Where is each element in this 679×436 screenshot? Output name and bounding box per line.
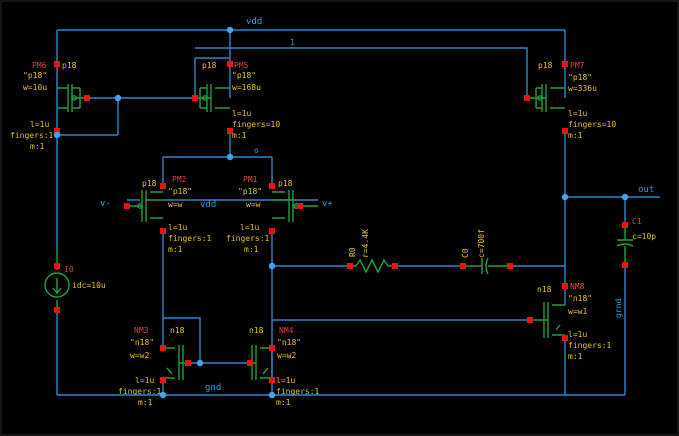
- net-label-gnd: gnd: [205, 383, 221, 393]
- nm3-fingers: fingers:1: [118, 387, 162, 396]
- nm4-length: l=1u: [276, 376, 295, 385]
- pmos-pm1-symbol[interactable]: [272, 190, 318, 222]
- capacitor-c1-symbol[interactable]: [616, 225, 634, 265]
- pm2-name: PM2: [172, 175, 187, 184]
- pm1-fingers: fingers:1: [226, 234, 270, 243]
- nm8-width: w=w1: [568, 307, 587, 316]
- pm1-width: w=w: [246, 200, 261, 209]
- nm3-name: NM3: [134, 326, 149, 335]
- nm8-name: NM8: [570, 282, 585, 291]
- c1-name: C1: [632, 217, 642, 226]
- devices: [44, 84, 634, 380]
- pm6-name: PM6: [32, 61, 47, 70]
- pm6-width: w=10u: [23, 83, 47, 92]
- pm2-length: l=1u: [168, 223, 187, 232]
- pm7-width: w=336u: [568, 84, 597, 93]
- pm7-length: l=1u: [568, 109, 587, 118]
- net-label-tail: o: [254, 146, 259, 155]
- pm1-length: l=1u: [240, 223, 259, 232]
- pm2-multiplier: m:1: [168, 245, 183, 254]
- junctions: [53, 26, 629, 399]
- pmos-pm7-symbol[interactable]: [527, 84, 565, 112]
- pm1-name: PM1: [243, 175, 258, 184]
- pins: [54, 61, 628, 383]
- net-label-vdd: vdd: [246, 17, 262, 27]
- nm4-width: w=w2: [277, 351, 296, 360]
- nm8-multiplier: m:1: [568, 352, 583, 361]
- nm3-width: w=w2: [130, 351, 149, 360]
- pmos-pm6-symbol[interactable]: [57, 84, 87, 112]
- c1-value: c=10p: [632, 232, 656, 241]
- resistor-r0-symbol[interactable]: [350, 258, 395, 274]
- pm6-type: p18: [62, 61, 77, 70]
- pm5-width: w=168u: [232, 83, 261, 92]
- pmos-pm5-symbol[interactable]: [195, 84, 230, 112]
- nmos-nm8-symbol[interactable]: [530, 302, 565, 338]
- i0-name: I0: [64, 265, 74, 274]
- net-label-vminus: v-: [100, 199, 111, 209]
- pmos-pm2-symbol[interactable]: [127, 190, 163, 222]
- capacitor-c0-symbol[interactable]: [462, 257, 510, 275]
- nm8-type: n18: [537, 285, 552, 294]
- net-label-out: out: [638, 185, 654, 195]
- pm1-multiplier: m:1: [244, 245, 259, 254]
- nm8-length: l=1u: [568, 330, 587, 339]
- r0-value: r=4.4K: [361, 229, 370, 258]
- net-label-grnd: grnd: [614, 299, 623, 318]
- nm8-model: "n18": [568, 294, 592, 303]
- pm7-model: "p18": [568, 73, 592, 82]
- nm3-length: l=1u: [135, 376, 154, 385]
- c0-value: c=700f: [477, 229, 486, 258]
- nm3-type: n18: [170, 326, 185, 335]
- nm4-name: NM4: [279, 326, 294, 335]
- pm2-model: "p18": [168, 187, 192, 196]
- nm4-multiplier: m:1: [276, 398, 291, 407]
- nm3-model: "n18": [130, 338, 154, 347]
- nmos-nm3-symbol[interactable]: [163, 345, 188, 380]
- net-label-1: 1: [290, 38, 295, 47]
- net-label-vdd-body: vdd: [200, 200, 216, 210]
- pm5-fingers: fingers=10: [232, 120, 280, 129]
- pm6-fingers: fingers:1: [10, 131, 54, 140]
- pm7-fingers: fingers=10: [568, 120, 616, 129]
- pm2-type: p18: [142, 179, 157, 188]
- pm2-width: w=w: [168, 200, 183, 209]
- pm5-type: p18: [202, 61, 217, 70]
- pm5-name: PM5: [234, 61, 249, 70]
- net-label-vplus: v+: [322, 199, 333, 209]
- pm5-length: l=1u: [232, 109, 251, 118]
- nm3-multiplier: m:1: [138, 398, 153, 407]
- nm4-type: n18: [249, 326, 264, 335]
- pm6-model: "p18": [23, 71, 47, 80]
- pm6-length: l=1u: [30, 120, 49, 129]
- wires: [56, 29, 660, 396]
- pm5-multiplier: m:1: [232, 131, 247, 140]
- nm4-model: "n18": [277, 338, 301, 347]
- pm1-type: p18: [278, 179, 293, 188]
- pm5-model: "p18": [232, 71, 256, 80]
- nm8-fingers: fingers:1: [568, 341, 612, 350]
- pm7-name: PM7: [570, 61, 585, 70]
- c0-name: C0: [461, 248, 470, 258]
- i0-value: idc=10u: [72, 281, 106, 290]
- r0-name: R0: [348, 247, 357, 257]
- pm7-multiplier: m:1: [568, 131, 583, 140]
- nm4-fingers: fingers:1: [276, 387, 320, 396]
- pm2-fingers: fingers:1: [168, 234, 212, 243]
- pm7-type: p18: [538, 61, 553, 70]
- pm6-multiplier: m:1: [30, 142, 45, 151]
- pm1-model: "p18": [238, 187, 262, 196]
